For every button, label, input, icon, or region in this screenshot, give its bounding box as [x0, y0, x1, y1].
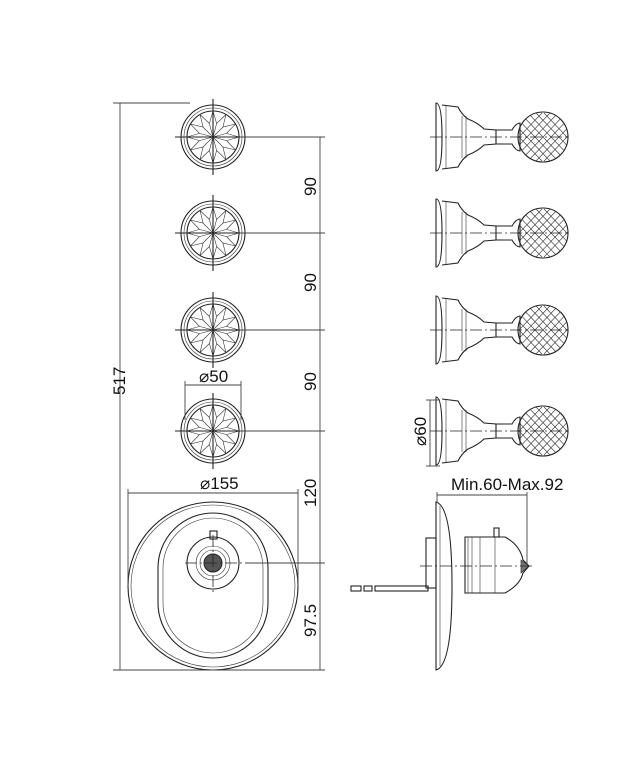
- dim-total-height: 517: [110, 367, 129, 395]
- side-knob: [430, 102, 570, 172]
- dim-side-knob-diameter: ⌀60: [411, 417, 430, 446]
- front-knob: [175, 393, 251, 469]
- dim-plate-spacing: 120: [301, 479, 320, 507]
- side-knob: [430, 396, 570, 466]
- dim-spacing-2: 90: [301, 273, 320, 292]
- front-view-mixer-plate: [127, 501, 299, 671]
- dim-plate-bottom: 97.5: [301, 604, 320, 637]
- side-view-knobs: [430, 102, 570, 466]
- front-knob: [175, 99, 251, 175]
- front-knob: [175, 195, 251, 271]
- dim-depth-range: Min.60-Max.92: [451, 475, 563, 494]
- side-view-mixer: [350, 501, 535, 671]
- front-knob: [175, 292, 251, 368]
- front-view-knobs: [175, 99, 251, 469]
- dimension-lines: [113, 102, 528, 671]
- dim-plate-diameter: ⌀155: [200, 474, 239, 493]
- dim-knob-diameter: ⌀50: [199, 367, 228, 386]
- side-knob: [430, 295, 570, 365]
- dim-spacing-3: 90: [301, 372, 320, 391]
- side-knob: [430, 198, 570, 268]
- dim-spacing-1: 90: [301, 177, 320, 196]
